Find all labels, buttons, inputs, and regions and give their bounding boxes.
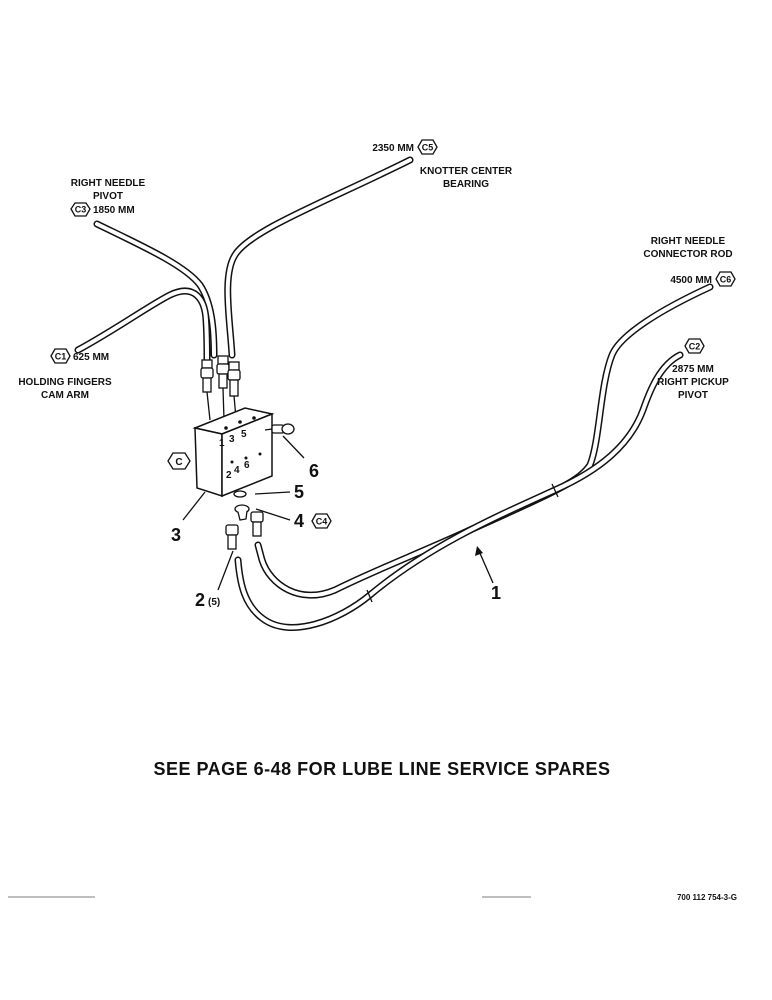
callout-6: 6 — [309, 461, 319, 481]
block-port-6: 6 — [244, 460, 250, 471]
right-needle-pivot-line1: RIGHT NEEDLE — [71, 178, 146, 189]
c3-length: 1850 MM — [93, 205, 135, 216]
c5-length: 2350 MM — [372, 143, 414, 154]
tube-c1 — [74, 287, 211, 364]
block-port-3: 3 — [229, 434, 235, 445]
fitting-2 — [225, 511, 264, 550]
tube-joint — [366, 589, 373, 603]
callout-1: 1 — [491, 583, 501, 603]
c4-hex: C4 — [311, 513, 332, 529]
distributor-block: 1 3 5 2 4 6 — [192, 407, 275, 498]
callout-2-qty: (5) — [208, 597, 220, 608]
c-code: C — [175, 457, 182, 468]
c2-code: C2 — [689, 342, 701, 352]
tube-c5 — [224, 156, 414, 359]
c-hex: C — [167, 452, 191, 470]
right-needle-pivot-line2: PIVOT — [93, 191, 123, 202]
holding-fingers-line2: CAM ARM — [41, 390, 89, 401]
c1-length: 625 MM — [73, 352, 109, 363]
c2-hex: C2 — [684, 338, 705, 354]
fitting-5-4 — [233, 490, 250, 521]
right-needle-conn-line1: RIGHT NEEDLE — [651, 236, 726, 247]
holding-fingers-line1: HOLDING FINGERS — [18, 377, 112, 388]
callout-5: 5 — [294, 482, 304, 502]
callout-4: 4 — [294, 511, 304, 531]
c4-code: C4 — [316, 517, 328, 527]
tube-c2 — [234, 351, 684, 631]
knotter-center-line1: KNOTTER CENTER — [420, 166, 513, 177]
right-pickup-line1: RIGHT PICKUP — [657, 377, 729, 388]
c2-length: 2875 MM — [672, 364, 714, 375]
right-pickup-line2: PIVOT — [678, 390, 708, 401]
tube-joint — [551, 483, 559, 498]
block-port-5: 5 — [241, 429, 247, 440]
block-port-2: 2 — [226, 470, 232, 481]
tube-c6 — [254, 283, 714, 599]
block-port-1: 1 — [219, 438, 225, 449]
callout-2: 2 — [195, 590, 205, 610]
callout-3: 3 — [171, 525, 181, 545]
service-spares-note: SEE PAGE 6-48 FOR LUBE LINE SERVICE SPAR… — [153, 759, 610, 779]
knotter-center-line2: BEARING — [443, 179, 489, 190]
c3-hex: C3 — [70, 202, 91, 217]
c5-hex: C5 — [417, 139, 438, 155]
leader-lines — [182, 435, 494, 591]
c3-code: C3 — [75, 205, 87, 215]
block-port-4: 4 — [234, 465, 240, 476]
tube-c3 — [93, 220, 218, 359]
upper-fittings — [200, 355, 241, 421]
figure-number: 700 112 754-3-G — [677, 893, 737, 902]
c6-code: C6 — [720, 275, 732, 285]
fitting-6 — [264, 423, 295, 435]
c6-hex: C6 — [715, 271, 736, 287]
c5-code: C5 — [422, 143, 434, 153]
c6-length: 4500 MM — [670, 275, 712, 286]
c1-code: C1 — [55, 352, 67, 362]
right-needle-conn-line2: CONNECTOR ROD — [643, 249, 732, 260]
c1-hex: C1 — [50, 348, 71, 364]
